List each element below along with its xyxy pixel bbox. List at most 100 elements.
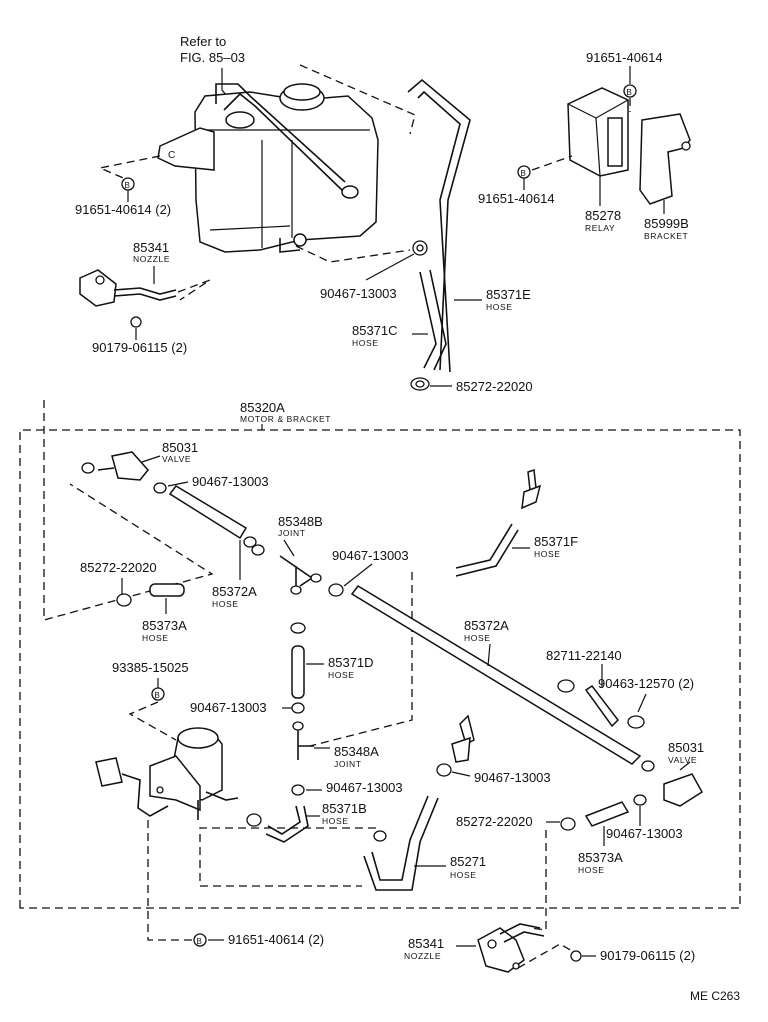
grommet-icon — [627, 715, 645, 729]
clamp-icon — [641, 760, 655, 772]
leader-90467-b — [167, 481, 189, 487]
label-85278: 85278 — [585, 208, 621, 223]
joint-85348a — [292, 721, 314, 760]
clip-icon — [153, 482, 167, 494]
hose-85371b — [265, 805, 309, 843]
tank-dash-leader-top — [299, 64, 416, 135]
clamp-icon — [290, 622, 306, 634]
label-90467-13003-d: 90467-13003 — [190, 700, 267, 715]
label-90467-13003-a: 90467-13003 — [320, 286, 397, 301]
leader-85372a-right — [487, 643, 491, 667]
clamp-icon — [243, 536, 257, 548]
label-85372a-right-sub: HOSE — [464, 633, 491, 643]
label-90179-06115-bottom: 90179-06115 (2) — [600, 948, 695, 963]
reference-line1: Refer to — [180, 34, 226, 49]
dash-nozzle-bottom — [529, 830, 547, 931]
label-85348a-sub: JOINT — [334, 759, 362, 769]
label-85272-22020-b: 85272-22020 — [80, 560, 157, 575]
hose-85371e — [407, 78, 471, 373]
svg-text:B: B — [521, 169, 526, 178]
grommet-icon — [557, 679, 575, 693]
label-85371d: 85371D — [328, 655, 374, 670]
leader-90467-e — [451, 771, 471, 777]
tank-tab-mark: C — [168, 150, 175, 161]
label-90467-13003-e: 90467-13003 — [474, 770, 551, 785]
bolt-icon: B — [623, 84, 637, 98]
nozzle-bottom — [477, 923, 545, 973]
label-85341-bottom-sub: NOZZLE — [404, 951, 441, 961]
label-90467-13003-g: 90467-13003 — [606, 826, 683, 841]
leader-90467-a — [365, 253, 415, 281]
bolt-icon: B — [193, 933, 207, 947]
tank-dash-leader-bottom — [295, 245, 411, 263]
relay — [567, 87, 629, 177]
label-91651-40614-left: 91651-40614 (2) — [75, 202, 171, 217]
label-91651-40614-top: 91651-40614 — [586, 50, 663, 65]
leader-90463 — [637, 693, 647, 713]
clip-icon — [328, 583, 344, 597]
label-90463-12570: 90463-12570 (2) — [598, 676, 694, 691]
motor-connector — [95, 757, 169, 817]
clip-icon — [436, 763, 452, 777]
label-85371b-sub: HOSE — [322, 816, 349, 826]
label-85372a-left-sub: HOSE — [212, 599, 239, 609]
dash-90179-bottom — [517, 943, 575, 969]
tank-dash-leader-left — [97, 155, 161, 181]
label-85999b: 85999B — [644, 216, 689, 231]
clamp-icon — [251, 544, 265, 556]
dash-relay-left — [531, 155, 573, 171]
valve-85031-a — [97, 451, 149, 481]
figure-code: ME C263 — [690, 989, 740, 1003]
label-85348b-sub: JOINT — [278, 528, 306, 538]
dash-85271 — [199, 827, 376, 887]
label-85348b: 85348B — [278, 514, 323, 529]
dash-nozzle-top — [177, 279, 211, 301]
label-90467-13003-b: 90467-13003 — [192, 474, 269, 489]
hose-85373a-right — [584, 801, 630, 827]
label-85372a-right: 85372A — [464, 618, 509, 633]
leader-85348b — [283, 539, 295, 557]
label-85371f-sub: HOSE — [534, 549, 561, 559]
svg-text:B: B — [197, 937, 202, 946]
reference-line2: FIG. 85–03 — [180, 50, 245, 65]
label-85371b: 85371B — [322, 801, 367, 816]
label-91651-40614-bottom: 91651-40614 (2) — [228, 932, 324, 947]
clamp-icon — [246, 813, 262, 827]
hose-85372a-right — [350, 585, 642, 765]
label-85031-a: 85031 — [162, 440, 198, 455]
label-91651-40614-mid: 91651-40614 — [478, 191, 555, 206]
hose-85372a-left — [168, 485, 248, 540]
check-valve-tip — [521, 468, 542, 510]
washer-motor — [149, 727, 239, 820]
nozzle-top — [79, 269, 177, 307]
clamp-icon — [116, 593, 132, 607]
clamp-icon — [560, 817, 576, 831]
label-85278-sub: RELAY — [585, 223, 615, 233]
label-85271: 85271 — [450, 854, 486, 869]
label-85373a-left-sub: HOSE — [142, 633, 169, 643]
hose-85271 — [363, 795, 439, 891]
label-93385-15025: 93385-15025 — [112, 660, 189, 675]
label-85271-sub: HOSE — [450, 870, 477, 880]
hose-85371d — [291, 645, 305, 699]
short-hose-e — [451, 714, 475, 763]
nut-icon — [130, 316, 142, 328]
svg-text:B: B — [125, 181, 130, 190]
label-90179-06115-top: 90179-06115 (2) — [92, 340, 187, 355]
dash-93385 — [128, 701, 177, 741]
svg-text:B: B — [155, 691, 160, 700]
leader-85031-a — [141, 455, 161, 463]
leader-85031-b — [679, 761, 691, 771]
svg-text:B: B — [627, 88, 632, 97]
label-85031-b: 85031 — [668, 740, 704, 755]
hose-85371c — [419, 269, 447, 371]
hose-85373a-left — [149, 583, 185, 597]
label-85371f: 85371F — [534, 534, 578, 549]
label-85272-22020-a: 85272-22020 — [456, 379, 533, 394]
dash-nozzle-to-box — [43, 400, 214, 621]
hose-85371f — [455, 523, 519, 577]
label-85031-b-sub: VALVE — [668, 755, 697, 765]
label-85341-top-sub: NOZZLE — [133, 254, 170, 264]
clip-icon — [291, 702, 305, 714]
